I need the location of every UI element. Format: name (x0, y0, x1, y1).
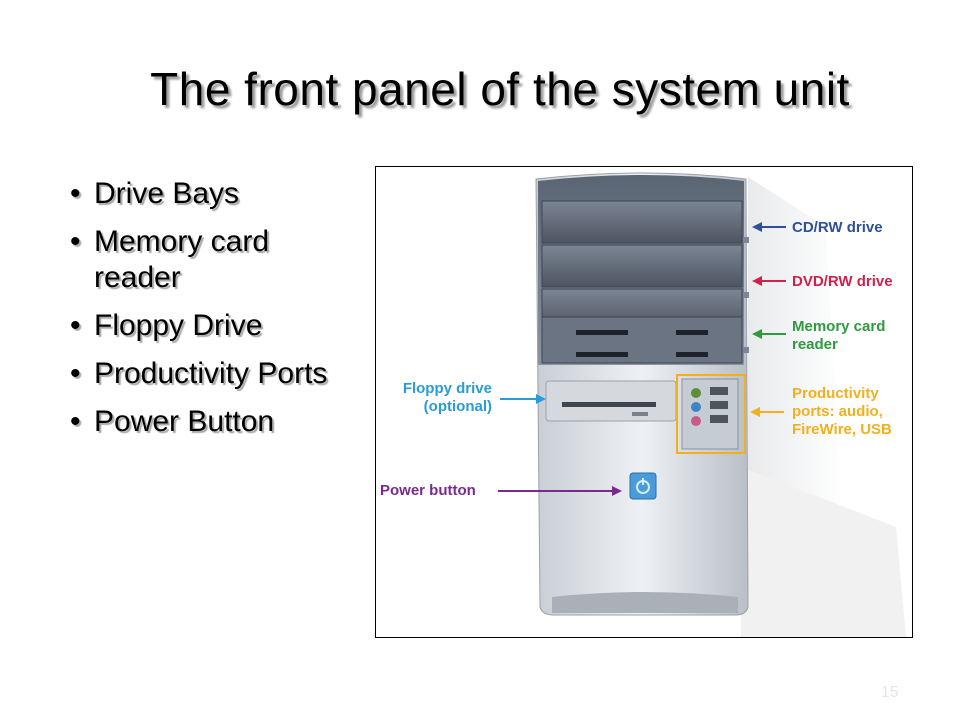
cd-rw-bay (541, 200, 743, 244)
floppy-slot (562, 402, 656, 407)
card-slot (676, 330, 708, 335)
card-slot (576, 330, 628, 335)
productivity-label: Productivity ports: audio, FireWire, USB (792, 385, 892, 438)
bullet-item: •Drive Bays (70, 177, 240, 210)
computer-tower-icon (498, 172, 906, 637)
eject-button (743, 292, 749, 298)
card-slot (576, 352, 628, 357)
dvd-rw-label: DVD/RW drive (792, 273, 893, 290)
cd-rw-label: CD/RW drive (792, 219, 883, 236)
dvd-rw-bay (541, 244, 743, 288)
floor-shadow (741, 467, 906, 637)
floppy-eject (632, 412, 648, 416)
usb-port (710, 401, 728, 409)
tower-base (552, 592, 738, 613)
bullet-text: Floppy Drive (94, 309, 263, 342)
card-slot (676, 352, 708, 357)
firewire-port (710, 415, 728, 423)
usb-port (710, 387, 728, 395)
floppy-drive (545, 380, 677, 422)
system-unit-figure: CD/RW drive DVD/RW drive Memory card rea… (375, 166, 913, 638)
bullet-item: •Power Button (70, 405, 275, 438)
bullet-item: •Floppy Drive (70, 309, 263, 342)
bullet-list: •Drive Bays •Memory card reader •Floppy … (64, 176, 364, 452)
bullet-text: Drive Bays (94, 177, 240, 210)
bullet-text: Memory card reader (94, 225, 270, 294)
memory-card-label: Memory card reader (792, 318, 886, 353)
eject-button (743, 347, 749, 353)
eject-button (743, 237, 749, 243)
bullet-text: Power Button (94, 405, 275, 438)
audio-port (691, 416, 701, 426)
power-button (629, 472, 657, 500)
bullet-item: •Productivity Ports (70, 357, 328, 390)
bullet-text: Productivity Ports (94, 357, 328, 390)
page-number: 15 (881, 684, 899, 701)
productivity-highlight (676, 374, 746, 454)
bullet-item: •Memory card reader (70, 225, 270, 294)
floppy-label: Floppy drive (optional) (402, 380, 492, 415)
card-reader-bay (541, 316, 743, 364)
power-button-label: Power button (380, 482, 476, 499)
slide-title: The front panel of the system unit (150, 63, 850, 115)
audio-port (691, 402, 701, 412)
audio-port (691, 388, 701, 398)
